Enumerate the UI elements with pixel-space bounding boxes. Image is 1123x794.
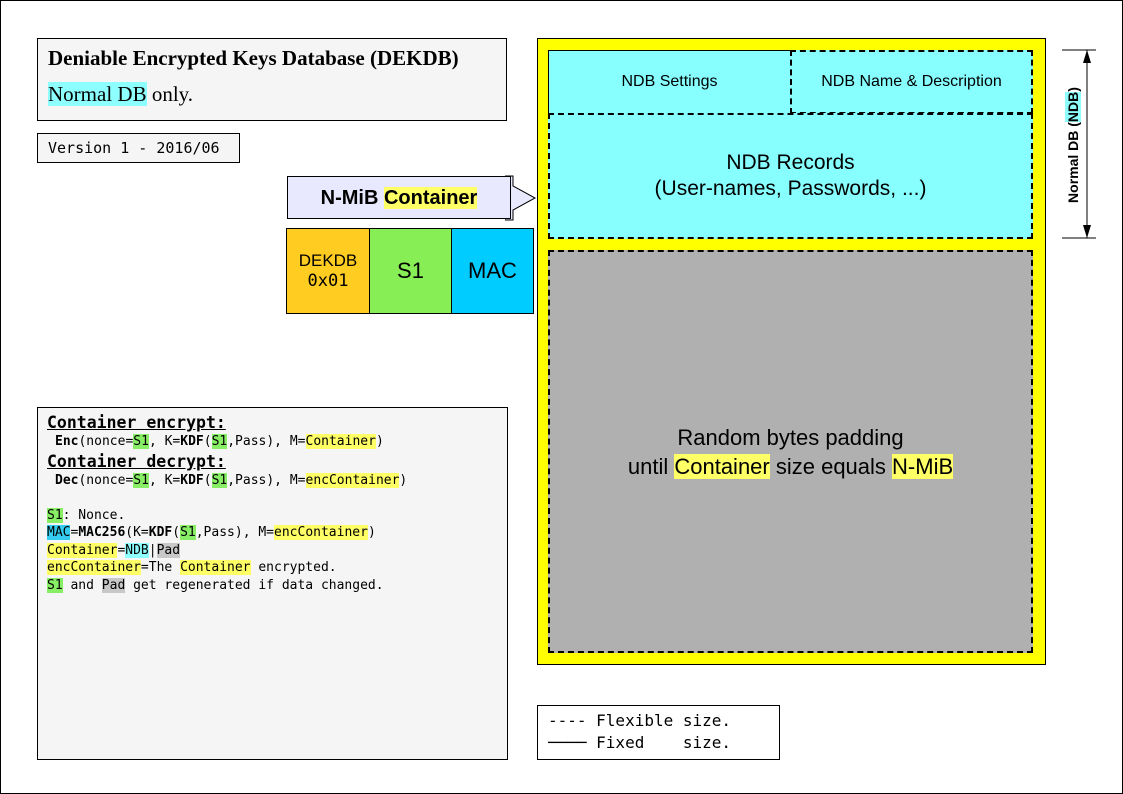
container-arrow [505,175,537,221]
padding-subtitle: until Container size equals N-MiB [627,453,954,479]
ndb-records-title: NDB Records [726,151,855,174]
container-label: N-MiB Container [287,176,511,219]
dekdb-label: DEKDB [298,251,358,270]
ndb-dimension-label-wrap: Normal DB (NDB) [1061,50,1085,240]
s1-nonce-cell: S1 [369,228,452,314]
blank-line [47,489,498,507]
encrypt-formula: Enc(nonce=S1, K=KDF(S1,Pass), M=Containe… [55,434,384,449]
enccontainer-definition: encContainer=The Container encrypted. [47,560,337,575]
container-label-prefix: N-MiB [320,187,384,209]
container-label-word: Container [383,187,478,209]
info-box: Container encrypt: Enc(nonce=S1, K=KDF(S… [37,407,508,760]
regeneration-note: S1 and Pad get regenerated if data chang… [47,577,384,593]
dekdb-version-byte: 0x01 [307,271,349,291]
ndb-dimension-arrow [1062,49,1096,239]
diagram-subtitle: Normal DB only. [48,77,496,111]
ndb-records-block: NDB Records (User-names, Passwords, ...) [548,113,1033,239]
subtitle-rest: only. [146,82,194,106]
legend-flexible: ---- Flexible size. [548,711,732,730]
mac-cell: MAC [451,228,534,314]
decrypt-heading: Container decrypt: [47,451,226,471]
container-definition: Container=NDB|Pad [47,542,181,558]
ndb-settings-block: NDB Settings [548,50,791,114]
random-padding-block: Random bytes padding until Container siz… [548,250,1033,653]
normal-db-highlight: Normal DB [48,82,147,106]
ndb-name-description-block: NDB Name & Description [790,50,1033,114]
nonce-definition: S1: Nonce. [47,507,126,523]
mac-definition: MAC=MAC256(K=KDF(S1,Pass), M=encContaine… [47,525,376,540]
title-box: Deniable Encrypted Keys Database (DEKDB)… [37,38,507,121]
ndb-dimension-label: Normal DB (NDB) [1065,87,1081,203]
version-box: Version 1 - 2016/06 [37,133,240,163]
decrypt-formula: Dec(nonce=S1, K=KDF(S1,Pass), M=encConta… [55,472,408,488]
padding-title: Random bytes padding [677,424,904,450]
legend-box: ---- Flexible size. ──── Fixed size. [537,705,780,760]
ndb-records-subtitle: (User-names, Passwords, ...) [654,177,927,200]
encrypt-heading: Container encrypt: [47,413,226,432]
legend-fixed: ──── Fixed size. [548,733,732,752]
diagram-title: Deniable Encrypted Keys Database (DEKDB) [48,46,459,70]
dekdb-version-cell: DEKDB 0x01 [286,228,370,314]
